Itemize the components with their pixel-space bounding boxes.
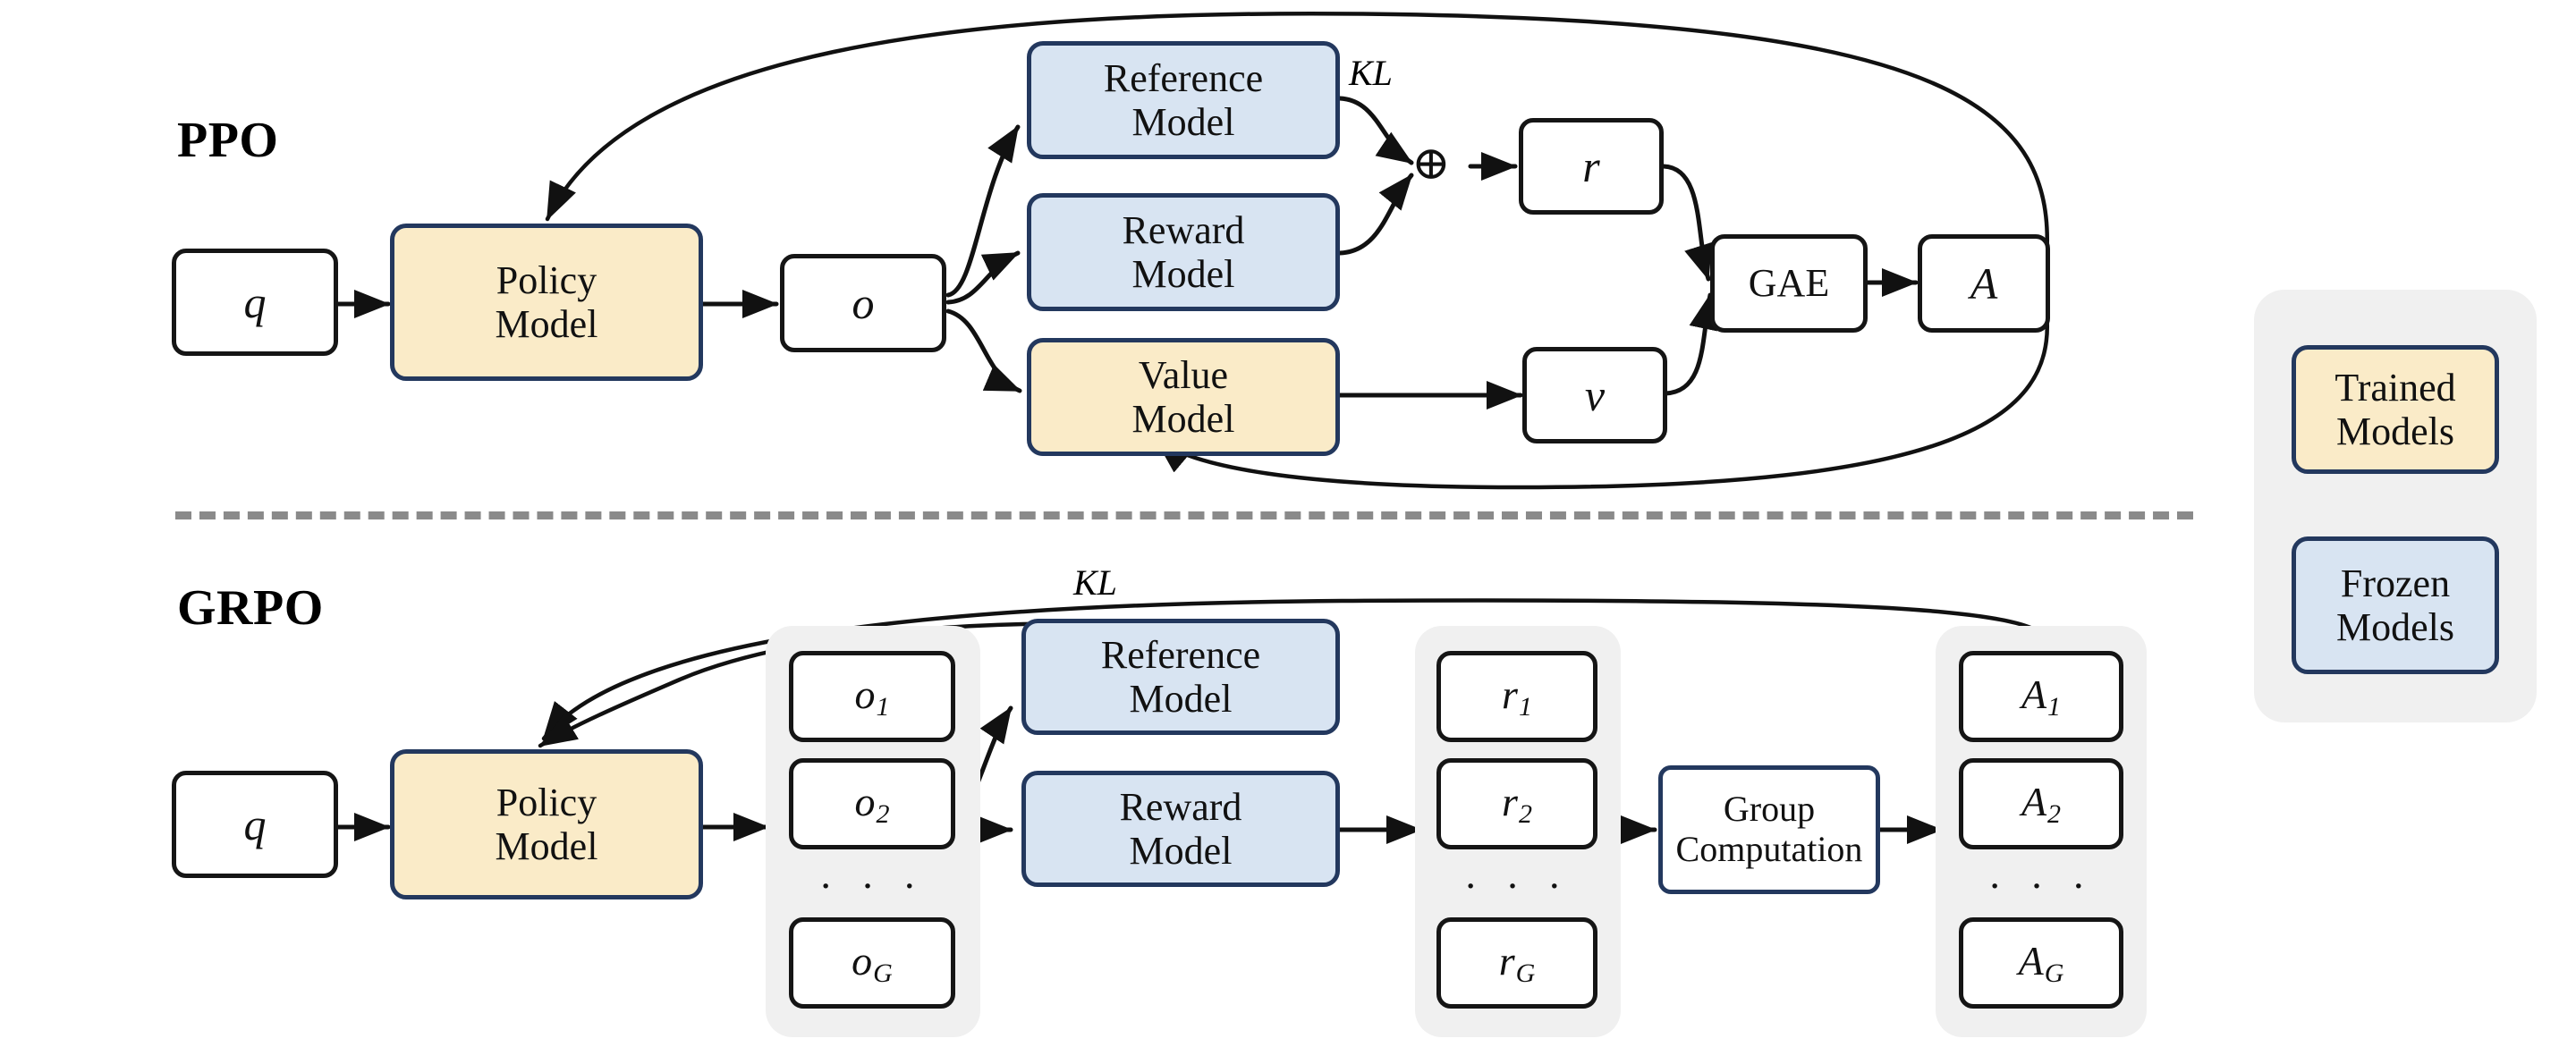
- ppo-advantage-label: A: [1970, 258, 1998, 308]
- grpo-advantage-box-g: AG: [1959, 917, 2123, 1009]
- ppo-output-label: o: [852, 278, 875, 328]
- grpo-output-g-sub: G: [873, 958, 893, 988]
- grpo-rewards-ellipsis: · · ·: [1463, 863, 1571, 908]
- edge-ppo-o-to-reference: [945, 124, 1021, 298]
- grpo-output-box-2: o2: [789, 758, 955, 849]
- grpo-section-title: GRPO: [177, 580, 324, 636]
- grpo-reward-box-1: r1: [1436, 651, 1597, 742]
- grpo-reward-g-base: r: [1498, 937, 1515, 984]
- ppo-reward-model-label-line1: Reward: [1122, 207, 1245, 252]
- grpo-advantage-box-2: A2: [1959, 758, 2123, 849]
- legend-frozen-label-line2: Models: [2336, 605, 2454, 649]
- legend-frozen-models-swatch: Frozen Models: [2292, 536, 2499, 674]
- grpo-output-1-base: o: [854, 671, 876, 717]
- section-divider: [175, 511, 2193, 519]
- ppo-policy-model-box: Policy Model: [390, 224, 703, 381]
- grpo-reward-1-sub: 1: [1518, 691, 1532, 722]
- ppo-kl-label: KL: [1349, 53, 1393, 93]
- grpo-query-box: q: [172, 771, 338, 878]
- grpo-reward-g-sub: G: [1515, 958, 1536, 988]
- grpo-advantage-g-sub: G: [2044, 958, 2064, 988]
- edge-ppo-v-to-gae: [1663, 292, 1717, 396]
- grpo-output-2-base: o: [854, 778, 876, 824]
- ppo-section-title: PPO: [177, 113, 279, 168]
- ppo-reference-model-box: Reference Model: [1027, 41, 1340, 159]
- grpo-reward-1-base: r: [1502, 671, 1518, 717]
- edge-ppo-r-to-gae: [1661, 164, 1712, 282]
- ppo-reference-model-label-line2: Model: [1131, 100, 1235, 144]
- grpo-output-2-sub: 2: [876, 798, 890, 829]
- legend-trained-label-line2: Models: [2336, 410, 2454, 453]
- grpo-advantages-ellipsis: · · ·: [1987, 863, 2095, 908]
- legend-panel: Trained Models Frozen Models: [2254, 290, 2537, 722]
- ppo-value-model-label-line2: Model: [1131, 397, 1235, 441]
- grpo-output-box-1: o1: [789, 651, 955, 742]
- grpo-reward-2-base: r: [1502, 778, 1518, 824]
- grpo-advantage-1-sub: 1: [2047, 691, 2062, 722]
- grpo-reward-2-sub: 2: [1518, 798, 1532, 829]
- grpo-group-computation-label-line1: Group: [1723, 789, 1816, 830]
- grpo-advantage-2-base: A: [2021, 778, 2047, 824]
- grpo-group-computation-box: Group Computation: [1658, 765, 1880, 894]
- grpo-output-g-base: o: [852, 937, 873, 984]
- grpo-reference-model-label-line1: Reference: [1100, 632, 1261, 677]
- grpo-advantage-2-sub: 2: [2047, 798, 2062, 829]
- ppo-advantage-box: A: [1918, 234, 2050, 333]
- ppo-reward-label: r: [1582, 141, 1600, 191]
- grpo-policy-model-label-line1: Policy: [496, 780, 597, 824]
- grpo-reference-model-box: Reference Model: [1021, 619, 1340, 735]
- ppo-plus-icon: ⊕: [1411, 139, 1451, 190]
- grpo-reward-model-label-line2: Model: [1129, 829, 1233, 873]
- grpo-reward-box-2: r2: [1436, 758, 1597, 849]
- grpo-policy-model-box: Policy Model: [390, 749, 703, 899]
- ppo-output-box: o: [780, 254, 946, 352]
- legend-frozen-label-line1: Frozen: [2340, 561, 2451, 605]
- ppo-value-label: v: [1584, 370, 1606, 420]
- edge-ppo-reference-to-plus: [1337, 96, 1414, 165]
- grpo-reward-model-label-line1: Reward: [1119, 784, 1242, 829]
- grpo-advantages-group: A1 A2 · · · AG: [1936, 626, 2147, 1037]
- legend-trained-label-line1: Trained: [2334, 365, 2456, 410]
- edge-ppo-o-to-reward: [945, 250, 1021, 305]
- ppo-reference-model-label-line1: Reference: [1103, 55, 1264, 100]
- grpo-advantage-box-1: A1: [1959, 651, 2123, 742]
- grpo-reward-model-box: Reward Model: [1021, 771, 1340, 887]
- edge-ppo-o-to-value: [945, 308, 1022, 393]
- ppo-reward-model-label-line2: Model: [1131, 252, 1235, 296]
- ppo-policy-model-label-line1: Policy: [496, 258, 597, 302]
- ppo-policy-model-label-line2: Model: [495, 302, 598, 346]
- ppo-query-box: q: [172, 249, 338, 356]
- grpo-rewards-group: r1 r2 · · · rG: [1415, 626, 1621, 1037]
- grpo-output-1-sub: 1: [876, 691, 890, 722]
- edge-ppo-reward-to-plus: [1337, 173, 1414, 256]
- legend-trained-models-swatch: Trained Models: [2292, 345, 2499, 474]
- ppo-reward-box: r: [1519, 118, 1664, 215]
- grpo-advantage-g-base: A: [2018, 937, 2044, 984]
- grpo-kl-label: KL: [1073, 562, 1117, 603]
- grpo-advantage-1-base: A: [2021, 671, 2047, 717]
- ppo-query-label: q: [243, 277, 267, 327]
- grpo-output-box-g: oG: [789, 917, 955, 1009]
- ppo-value-model-box: Value Model: [1027, 338, 1340, 456]
- grpo-outputs-ellipsis: · · ·: [818, 863, 926, 908]
- grpo-outputs-group: o1 o2 · · · oG: [766, 626, 980, 1037]
- ppo-gae-box: GAE: [1710, 234, 1868, 333]
- ppo-gae-label: GAE: [1748, 261, 1830, 306]
- grpo-reference-model-label-line2: Model: [1129, 677, 1233, 721]
- grpo-group-computation-label-line2: Computation: [1675, 829, 1863, 869]
- ppo-value-model-label-line1: Value: [1138, 352, 1229, 397]
- ppo-value-box: v: [1522, 347, 1667, 443]
- grpo-reward-box-g: rG: [1436, 917, 1597, 1009]
- grpo-query-label: q: [243, 799, 267, 849]
- ppo-reward-model-box: Reward Model: [1027, 193, 1340, 311]
- grpo-policy-model-label-line2: Model: [495, 824, 598, 868]
